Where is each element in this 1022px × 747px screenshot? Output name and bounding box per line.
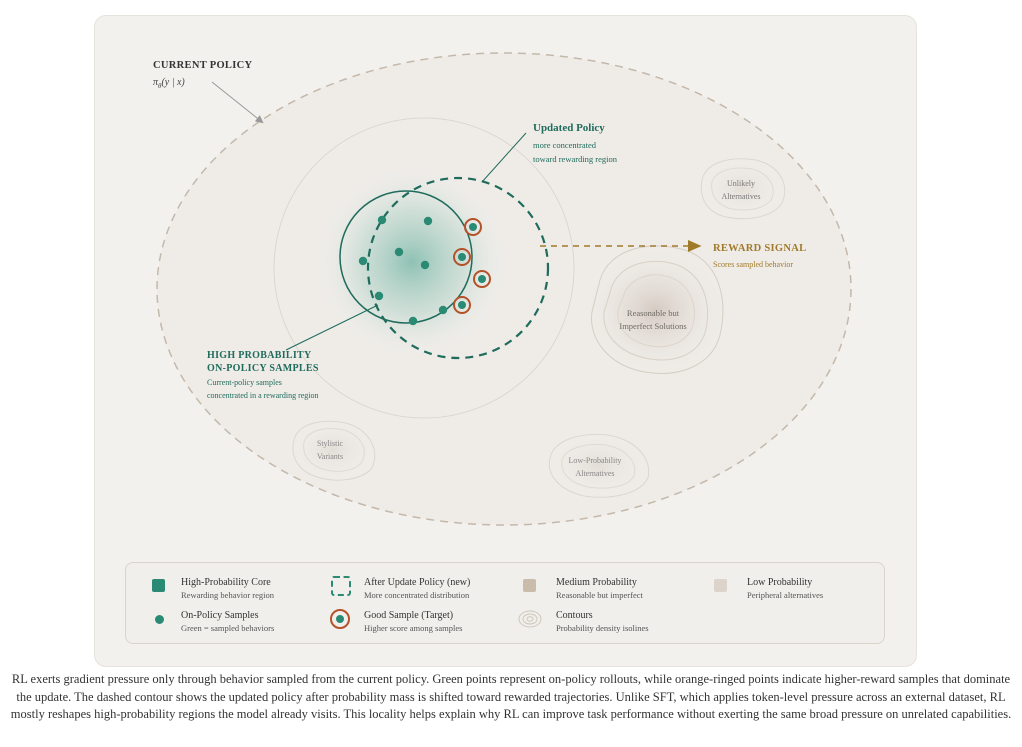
unlikely-label-2: Alternatives — [721, 192, 760, 201]
sample-dot-icon — [155, 615, 164, 624]
unlikely-label-1: Unlikely — [727, 179, 755, 188]
sample-point — [377, 215, 387, 225]
high-prob-sub-2: concentrated in a rewarding region — [207, 391, 319, 400]
good-sample-ring — [453, 248, 471, 266]
contour-icon — [518, 610, 542, 628]
sample-point — [420, 260, 430, 270]
medium-swatch-icon — [523, 579, 536, 592]
updated-policy-boundary — [366, 176, 550, 360]
low-probability-region — [548, 433, 650, 498]
high-prob-sub-1: Current-policy samples — [207, 378, 282, 387]
reasonable-label-1: Reasonable but — [627, 308, 680, 318]
legend-sub: Peripheral alternatives — [747, 590, 824, 600]
current-policy-formula: πθ(y | x) — [153, 77, 185, 90]
stylistic-region — [292, 420, 376, 481]
reward-signal-title: REWARD SIGNAL — [713, 243, 806, 254]
legend-sub: Higher score among samples — [364, 623, 463, 633]
good-sample-point — [469, 223, 477, 231]
low-prob-label-2: Alternatives — [575, 469, 614, 478]
current-core-boundary — [339, 190, 473, 324]
core-swatch-icon — [152, 579, 165, 592]
low-swatch-icon — [714, 579, 727, 592]
good-sample-point — [458, 253, 466, 261]
good-sample-ring — [464, 218, 482, 236]
legend-sub: Green = sampled behaviors — [181, 623, 275, 633]
core-outer-contour — [273, 117, 575, 419]
high-probability-core — [317, 167, 507, 357]
updated-policy-title: Updated Policy — [533, 122, 605, 134]
good-sample-ring-icon — [330, 609, 350, 629]
legend-title: Contours — [556, 610, 593, 621]
legend-title: Medium Probability — [556, 577, 637, 588]
sample-point — [358, 256, 368, 266]
good-sample-ring — [453, 296, 471, 314]
reasonable-label-2: Imperfect Solutions — [619, 321, 686, 331]
high-prob-title-2: ON-POLICY SAMPLES — [207, 363, 319, 374]
legend-sub: Probability density isolines — [556, 623, 649, 633]
current-policy-title: CURRENT POLICY — [153, 60, 253, 71]
good-sample-point — [478, 275, 486, 283]
legend-sub: Reasonable but imperfect — [556, 590, 643, 600]
sample-point — [408, 316, 418, 326]
updated-policy-leader — [481, 132, 527, 183]
current-policy-boundary — [156, 52, 852, 526]
legend-title: Good Sample (Target) — [364, 610, 454, 621]
updated-policy-line2: toward rewarding region — [533, 154, 618, 164]
stylistic-label-2: Variants — [317, 452, 343, 461]
updated-policy-line1: more concentrated — [533, 140, 597, 150]
legend-title: After Update Policy (new) — [364, 577, 471, 588]
unlikely-region — [700, 158, 786, 220]
sample-point — [394, 247, 404, 257]
good-sample-ring — [473, 270, 491, 288]
sample-point — [374, 291, 384, 301]
good-sample-point — [458, 301, 466, 309]
reward-signal-sub: Scores sampled behavior — [713, 260, 793, 269]
dashed-swatch-icon — [331, 576, 351, 596]
legend-item-updated: After Update Policy (new) More concentrat… — [326, 576, 470, 601]
current-policy-arrow — [211, 81, 264, 124]
legend-sub: Rewarding behavior region — [181, 590, 274, 600]
sample-point — [423, 216, 433, 226]
high-prob-title-1: HIGH PROBABILITY — [207, 350, 312, 361]
sample-point — [438, 305, 448, 315]
low-prob-label-1: Low-Probability — [569, 456, 622, 465]
legend-title: Low Probability — [747, 577, 813, 588]
legend-sub: More concentrated distribution — [364, 590, 470, 600]
on-policy-samples — [358, 215, 491, 326]
high-prob-leader — [285, 304, 379, 351]
legend-title: On-Policy Samples — [181, 610, 259, 621]
legend-title: High-Probability Core — [181, 577, 271, 588]
figure-caption: RL exerts gradient pressure only through… — [10, 672, 1012, 721]
legend-item-good: Good Sample (Target) Higher score among s… — [326, 609, 462, 634]
stylistic-label-1: Stylistic — [317, 439, 344, 448]
